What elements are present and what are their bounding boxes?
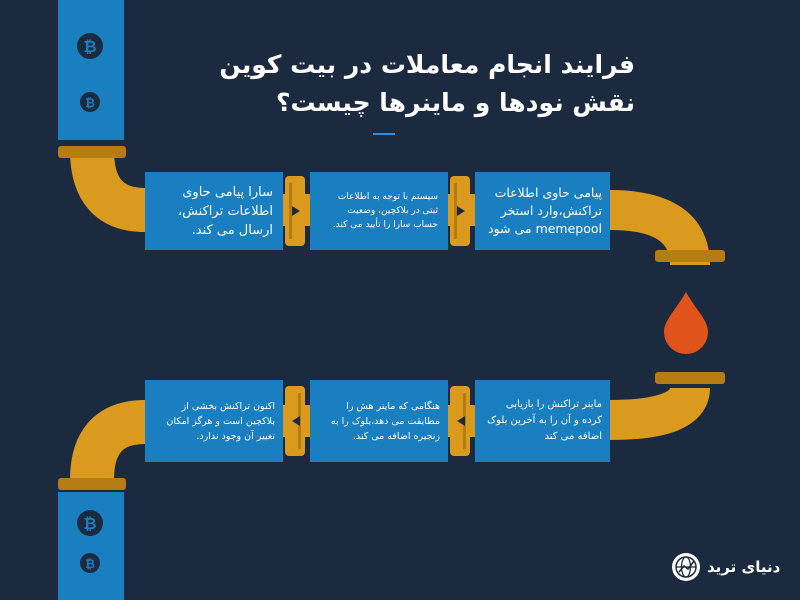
brand-name: دنیای ترید <box>707 558 781 576</box>
top-left-blue-pipe <box>58 0 124 140</box>
triangle-arrow-icon <box>457 416 465 426</box>
bitcoin-icon: ₿ <box>80 92 100 112</box>
step-text: سیستم با توجه به اطلاعات ثبتی در بلاکچین… <box>332 192 438 230</box>
top-left-elbow <box>70 149 147 232</box>
step-box: پیامی حاوی اطلاعات تراکنش،وارد استخر mem… <box>475 172 610 250</box>
step-text: ماینر تراکنش را بازیابی کرده و آن را به … <box>487 399 602 442</box>
triangle-arrow-icon <box>292 416 300 426</box>
page-subtitle: نقش نودها و ماینرها چیست؟ <box>275 88 635 117</box>
bitcoin-icon: ₿ <box>77 33 103 59</box>
triangle-arrow-icon <box>292 206 300 216</box>
svg-text:₿: ₿ <box>83 37 96 56</box>
pipe-flange <box>655 250 725 262</box>
bottom-left-blue-pipe <box>58 492 124 600</box>
step-text: پیامی حاوی اطلاعات تراکنش،وارد استخر mem… <box>488 185 602 236</box>
pipe-flange <box>58 146 126 158</box>
svg-text:₿: ₿ <box>85 96 95 110</box>
step-text: سارا پیامی حاوی اطلاعات تراکنش، ارسال می… <box>177 184 273 238</box>
bottom-right-elbow <box>609 385 710 440</box>
step-box: سیستم با توجه به اطلاعات ثبتی در بلاکچین… <box>310 172 448 250</box>
step-text: اکنون تراکنش بخشی از بلاکچین است و هرگز … <box>166 400 275 442</box>
svg-text:₿: ₿ <box>83 514 96 533</box>
bitcoin-icon: ₿ <box>77 510 103 536</box>
bitcoin-icon: ₿ <box>80 553 100 573</box>
flame-icon <box>664 292 708 354</box>
globe-logo-icon <box>672 553 700 581</box>
title-underline <box>373 133 395 135</box>
pipe-flange <box>655 372 725 384</box>
bottom-left-elbow <box>70 400 147 481</box>
step-box: اکنون تراکنش بخشی از بلاکچین است و هرگز … <box>145 380 283 462</box>
step-box: هنگامی که ماینر هش را مطابقت می دهد،بلوک… <box>310 380 448 462</box>
triangle-arrow-icon <box>457 206 465 216</box>
svg-text:₿: ₿ <box>85 557 95 571</box>
step-text: هنگامی که ماینر هش را مطابقت می دهد،بلوک… <box>330 400 440 442</box>
pipe-flange <box>58 478 126 490</box>
page-title: فرایند انجام معاملات در بیت کوین <box>219 50 635 79</box>
step-box: ماینر تراکنش را بازیابی کرده و آن را به … <box>475 380 610 462</box>
step-box: سارا پیامی حاوی اطلاعات تراکنش، ارسال می… <box>145 172 283 250</box>
